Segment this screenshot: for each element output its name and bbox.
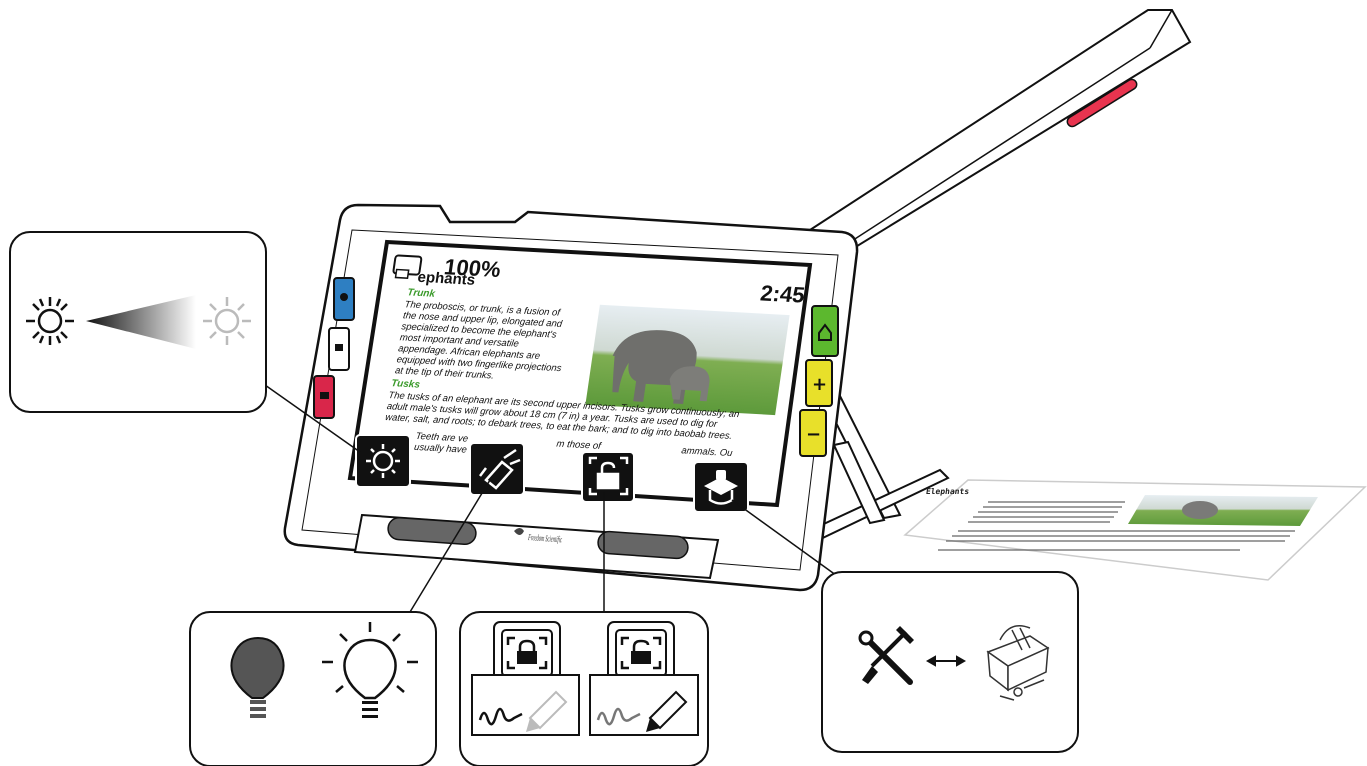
paper-elephant-photo: [1128, 495, 1318, 526]
camera-arm: [790, 10, 1190, 270]
color-mode-icon: [340, 293, 348, 301]
lock-frame-button[interactable]: [582, 452, 634, 502]
callout-mode: [822, 572, 1078, 752]
paper-elephant-shape: [1182, 501, 1218, 519]
paper-title: Elephants: [925, 487, 970, 496]
heading-trunk: Trunk: [407, 287, 437, 299]
paper-document: Elephants: [905, 480, 1365, 580]
home-button[interactable]: [812, 306, 838, 356]
callout-lock: [460, 612, 708, 766]
elephant-photo: [585, 305, 789, 415]
clock-label: 2:45: [759, 280, 807, 307]
learn-mode-button[interactable]: [694, 462, 748, 512]
sun-dark-icon: [26, 297, 74, 345]
flashlight-button[interactable]: [470, 443, 524, 495]
camera-icon: [320, 392, 329, 399]
callout-brightness: [10, 232, 266, 412]
zoom-in-button[interactable]: +: [806, 360, 832, 406]
sun-light-icon: [203, 297, 251, 345]
document-title-fragment: ephants: [416, 269, 476, 289]
device-screen: 100% ephants 2:45 Trunk The proboscis, o…: [350, 242, 810, 512]
brightness-button[interactable]: [356, 435, 410, 487]
color-mode-button[interactable]: [334, 278, 354, 320]
zoom-out-icon: −: [806, 424, 821, 445]
zoom-out-button[interactable]: −: [800, 410, 826, 456]
freeze-button[interactable]: [329, 328, 349, 370]
zoom-in-icon: +: [812, 374, 827, 395]
freeze-icon: [335, 344, 343, 351]
callout-light: [190, 612, 436, 766]
heading-tusks: Tusks: [390, 378, 421, 391]
camera-button[interactable]: [314, 376, 334, 418]
